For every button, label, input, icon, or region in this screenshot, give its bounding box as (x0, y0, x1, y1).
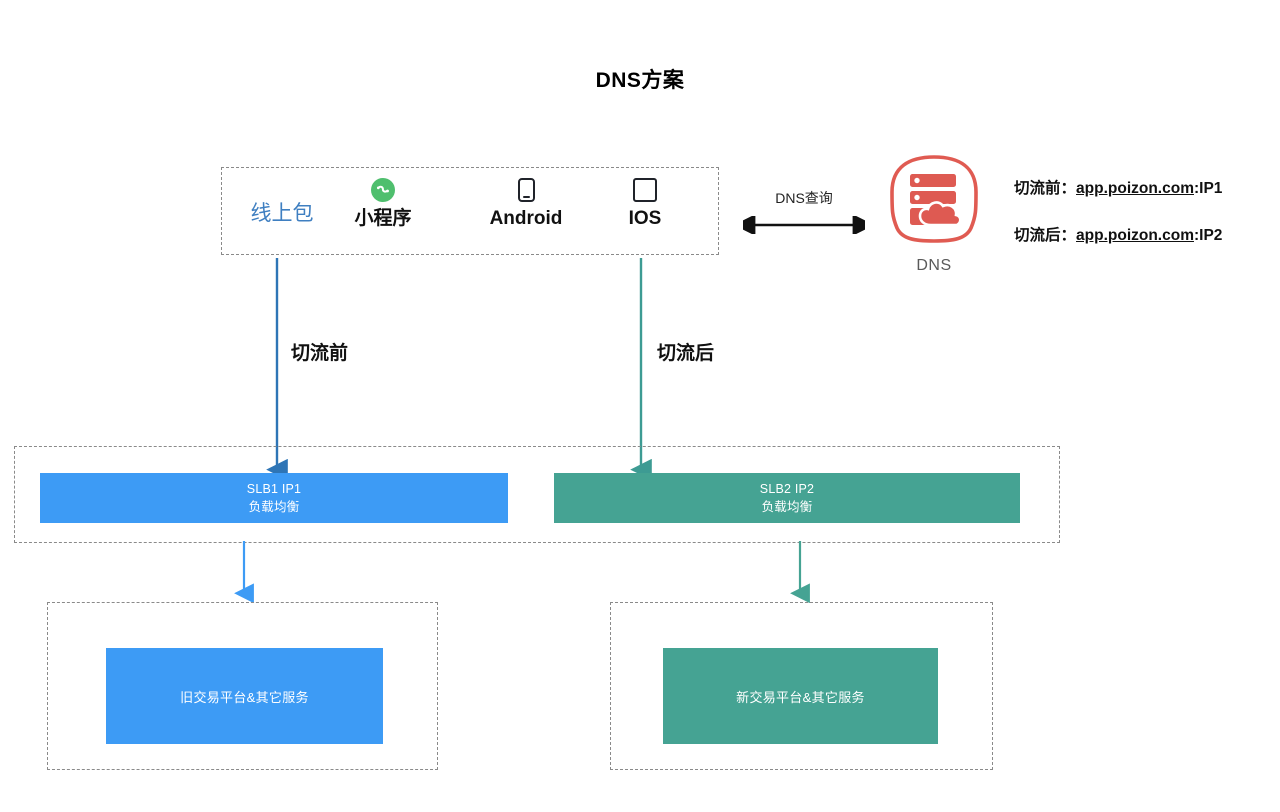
new-service-container (610, 602, 993, 770)
mapping-before-host: app.poizon.com (1076, 180, 1194, 197)
client-label-mini-program: 小程序 (354, 208, 412, 230)
mapping-after-prefix: 切流后： (1014, 227, 1077, 244)
connector-arrow-slb1-to-old-service (234, 541, 254, 603)
ios-tablet-icon (633, 178, 657, 203)
slb-box-1-line1: SLB1 IP1 (246, 481, 302, 496)
mapping-after-switch: 切流后：app.poizon.com:IP2 (1014, 223, 1222, 245)
connector-arrow-slb2-to-new-service (790, 541, 810, 603)
client-platforms-container (221, 167, 719, 255)
dns-query-label: DNS查询 (775, 190, 833, 206)
slb-box-1-line2: 负载均衡 (248, 500, 300, 514)
mapping-after-suffix: :IP2 (1193, 227, 1223, 244)
android-phone-icon (517, 178, 535, 203)
mapping-before-switch: 切流前：app.poizon.com:IP1 (1014, 176, 1222, 198)
slb-box-2-line2: 负载均衡 (761, 500, 813, 514)
client-label-online-package: 线上包 (250, 201, 314, 225)
new-service-label: 新交易平台&其它服务 (736, 689, 865, 705)
client-item-ios: IOS (602, 178, 688, 230)
slb-box-2[interactable]: SLB2 IP2 负载均衡 (554, 473, 1020, 523)
client-item-android: Android (478, 178, 574, 230)
slb-layer-container (14, 446, 1060, 543)
flow-arrow-after-switch (630, 258, 652, 480)
client-item-mini-program: 小程序 (340, 178, 426, 230)
dns-server-cloud-icon (890, 155, 978, 243)
flow-arrow-before-switch (266, 258, 288, 480)
client-item-online-package: 线上包 (241, 193, 323, 225)
page-title: DNS方案 (595, 69, 685, 92)
slb-box-2-line1: SLB2 IP2 (759, 481, 815, 496)
mapping-before-suffix: :IP1 (1193, 180, 1223, 197)
mapping-after-host: app.poizon.com (1076, 227, 1194, 244)
client-label-ios: IOS (628, 208, 662, 230)
old-service-label: 旧交易平台&其它服务 (180, 689, 309, 705)
flow-label-before-switch: 切流前 (291, 343, 349, 364)
dns-node-caption: DNS (916, 257, 952, 274)
flow-label-after-switch: 切流后 (657, 343, 715, 364)
slb-box-1[interactable]: SLB1 IP1 负载均衡 (40, 473, 508, 523)
old-service-container (47, 602, 438, 770)
new-service-box[interactable]: 新交易平台&其它服务 (663, 648, 938, 744)
mapping-before-prefix: 切流前： (1014, 180, 1077, 197)
client-label-android: Android (489, 208, 563, 230)
old-service-box[interactable]: 旧交易平台&其它服务 (106, 648, 383, 744)
dns-query-double-arrow (743, 216, 865, 234)
dns-node: DNS (887, 152, 981, 275)
mini-program-icon (371, 178, 395, 203)
